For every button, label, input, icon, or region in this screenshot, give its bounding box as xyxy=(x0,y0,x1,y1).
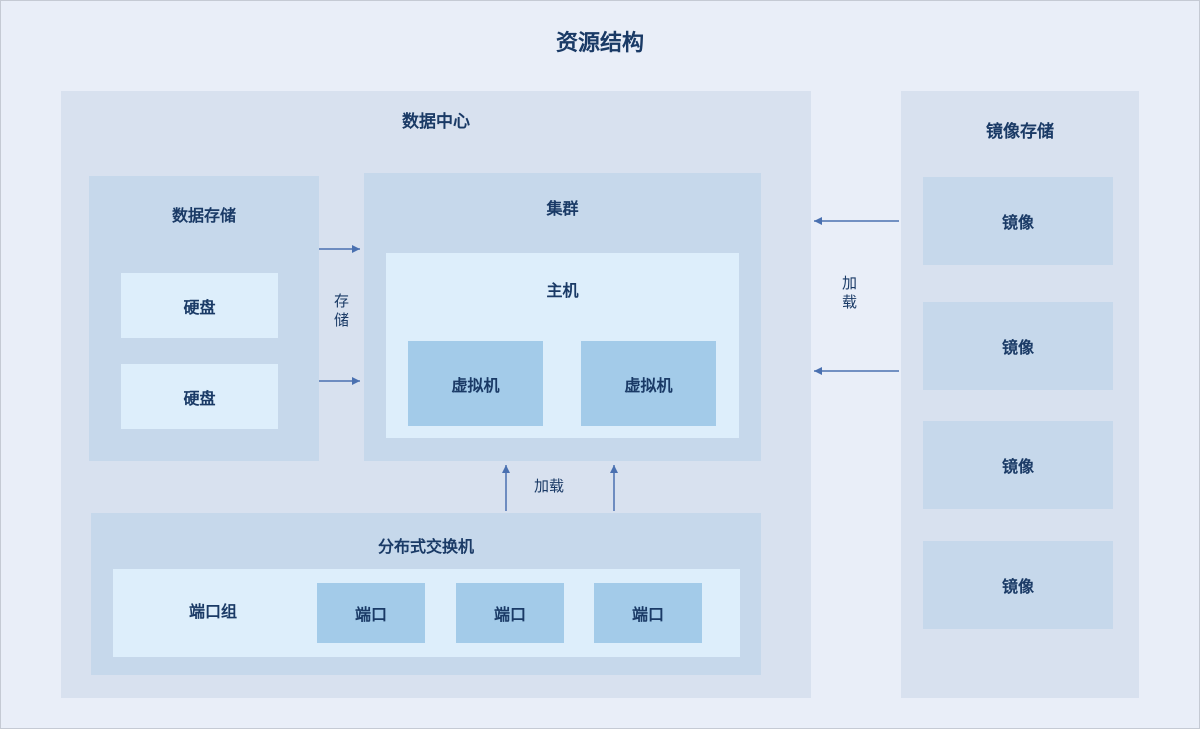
switch-label: 分布式交换机 xyxy=(377,539,474,556)
diagram-title: 资源结构 xyxy=(555,30,644,55)
image-node: 镜像 xyxy=(923,541,1113,629)
disk-node: 硬盘 xyxy=(121,273,278,338)
port-node: 端口 xyxy=(456,583,564,643)
data-storage-label: 数据存储 xyxy=(171,208,236,225)
port-label: 端口 xyxy=(631,607,664,624)
edge-label-load-right: 加载 xyxy=(840,275,857,313)
vm-label: 虚拟机 xyxy=(451,377,500,395)
data-storage-node: 数据存储 硬盘 硬盘 xyxy=(89,176,319,461)
image-node: 镜像 xyxy=(923,302,1113,390)
image-storage-label: 镜像存储 xyxy=(986,122,1054,141)
port-group-node: 端口组 端口 端口 端口 xyxy=(113,569,740,657)
image-storage-group: 镜像存储 镜像 镜像 镜像 镜像 xyxy=(901,91,1139,698)
data-center-label: 数据中心 xyxy=(402,112,470,131)
cluster-label: 集群 xyxy=(546,201,579,218)
edge-label-storage: 存储 xyxy=(332,293,349,331)
image-label: 镜像 xyxy=(1001,340,1034,357)
image-label: 镜像 xyxy=(1001,459,1034,476)
vm-node: 虚拟机 xyxy=(408,341,543,426)
cluster-node: 集群 主机 虚拟机 虚拟机 xyxy=(364,173,761,461)
image-label: 镜像 xyxy=(1001,215,1034,232)
host-label: 主机 xyxy=(546,283,579,300)
edge-label-load-bottom: 加载 xyxy=(534,478,565,495)
vm-node: 虚拟机 xyxy=(581,341,716,426)
port-group-label: 端口组 xyxy=(188,604,237,621)
disk-label: 硬盘 xyxy=(183,299,216,317)
host-node: 主机 虚拟机 虚拟机 xyxy=(386,253,739,438)
data-center-group: 数据中心 数据存储 硬盘 硬盘 集群 主机 虚拟机 虚拟机 xyxy=(61,91,811,698)
port-label: 端口 xyxy=(354,607,387,624)
image-label: 镜像 xyxy=(1001,579,1034,596)
disk-label: 硬盘 xyxy=(183,390,216,408)
image-node: 镜像 xyxy=(923,421,1113,509)
port-node: 端口 xyxy=(317,583,425,643)
switch-node: 分布式交换机 端口组 端口 端口 端口 xyxy=(91,513,761,675)
vm-label: 虚拟机 xyxy=(624,377,673,395)
disk-node: 硬盘 xyxy=(121,364,278,429)
port-node: 端口 xyxy=(594,583,702,643)
port-label: 端口 xyxy=(493,607,526,624)
image-node: 镜像 xyxy=(923,177,1113,265)
